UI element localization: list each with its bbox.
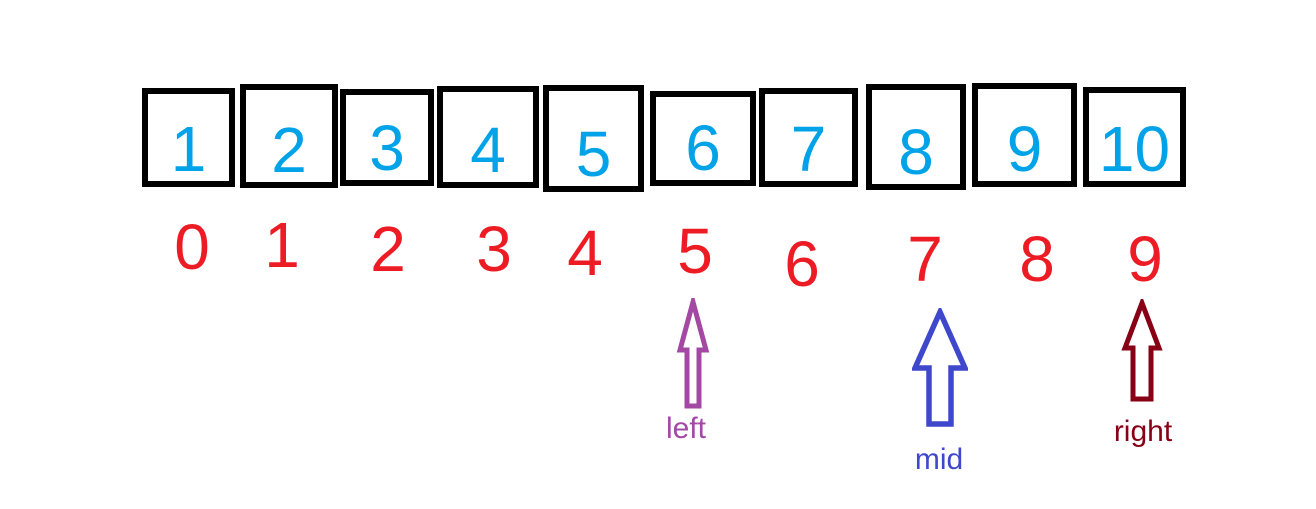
- left-pointer-label: left: [665, 412, 707, 445]
- array-cell: 7: [759, 88, 858, 187]
- array-value: 8: [898, 116, 934, 188]
- array-value: 7: [790, 113, 827, 185]
- index-label: 7: [907, 223, 943, 295]
- array-value: 4: [470, 114, 506, 186]
- index-label: 6: [784, 228, 820, 300]
- index-label: 3: [476, 213, 512, 285]
- array-value: 6: [685, 112, 721, 184]
- index-label: 1: [264, 209, 300, 281]
- array-value: 9: [1006, 113, 1043, 185]
- right-pointer-arrow-icon: [1121, 299, 1163, 403]
- array-value: 3: [369, 112, 405, 184]
- left-pointer-arrow-icon: [676, 298, 710, 410]
- right-pointer-label: right: [1113, 415, 1173, 448]
- index-label: 9: [1127, 223, 1163, 295]
- index-label: 5: [677, 215, 713, 287]
- array-cell: 6: [650, 91, 756, 186]
- array-cell: 9: [972, 83, 1077, 187]
- mid-pointer-arrow-icon: [912, 308, 968, 428]
- mid-pointer-label: mid: [914, 443, 964, 476]
- array-cell: 4: [437, 86, 539, 188]
- index-label: 2: [370, 213, 406, 285]
- array-cell: 8: [866, 84, 966, 190]
- array-cell: 3: [340, 89, 434, 186]
- array-cell: 10: [1083, 87, 1186, 187]
- array-value: 2: [271, 114, 307, 186]
- array-cell: 5: [543, 85, 644, 192]
- array-value: 10: [1098, 113, 1171, 185]
- index-label: 4: [567, 217, 603, 289]
- array-value: 5: [575, 118, 612, 190]
- array-value: 1: [170, 113, 207, 185]
- array-cell: 2: [240, 84, 338, 188]
- index-label: 8: [1019, 223, 1055, 295]
- array-cell: 1: [142, 88, 235, 187]
- index-label: 0: [174, 211, 210, 283]
